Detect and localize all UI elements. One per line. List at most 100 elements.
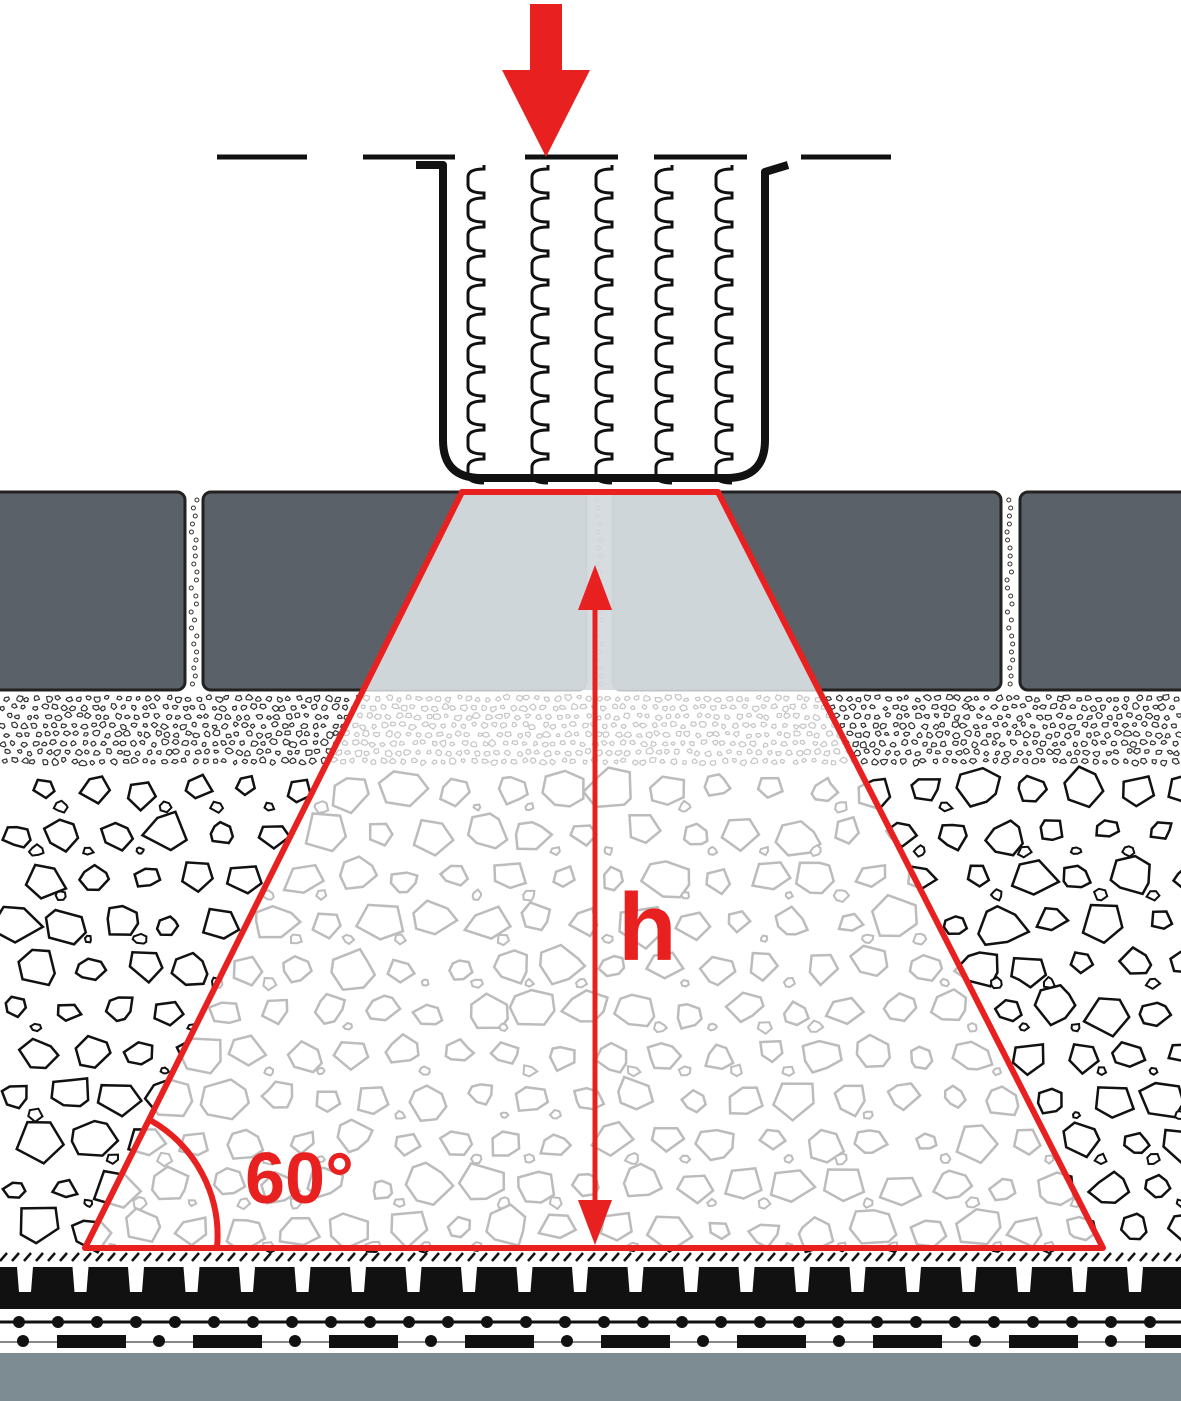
gravel-stone [105,1153,119,1165]
hatch-stroke [623,1252,632,1262]
sand-grain [1001,705,1009,712]
joint-sand-grain [194,633,200,639]
joint-sand-grain [189,625,195,631]
gravel-stone [209,820,235,845]
sand-grain [1059,703,1067,710]
sand-grain [958,722,968,729]
sand-grain [148,702,157,710]
sand-grain [234,694,243,702]
sand-grain [901,738,909,747]
drainage-band [0,1267,1181,1309]
drainage-notch [794,1267,810,1292]
sand-grain [1062,694,1071,701]
hatch-stroke [455,1252,464,1262]
joint-sand-grain [1010,641,1016,647]
sand-grain [0,741,7,748]
sand-grain [1172,749,1180,757]
sand-grain [963,729,972,738]
height-dimension-arrow [578,565,612,1245]
sand-grain [313,748,321,755]
sand-grain [846,730,854,737]
hatch-stroke [995,1252,1004,1262]
geogrid-bar [737,1335,806,1348]
gravel-stone [17,948,57,987]
sand-grain [1039,740,1047,747]
sand-grain [194,749,203,755]
gravel-stone [1173,1109,1181,1120]
hatch-stroke [563,1252,572,1262]
hatch-stroke [71,1252,80,1262]
sand-grain [933,694,942,701]
sand-grain [1112,749,1120,755]
gravel-stone [1062,1121,1101,1159]
sand-grain [1011,723,1018,730]
gravel-stone [1162,1128,1181,1165]
sand-grain [122,729,132,737]
sand-grain [1038,704,1047,710]
sand-grain [904,749,912,756]
sand-grain [1144,712,1154,720]
sand-grain [863,694,872,702]
sand-grain [165,748,173,757]
sand-grain [1080,758,1089,765]
sand-grain [1058,722,1066,730]
sand-grain [1076,713,1084,721]
sand-grain [926,731,934,739]
gravel-stone [1062,864,1093,889]
sand-grain [1034,697,1041,703]
sand-grain [241,758,249,765]
sand-grain [1025,695,1033,703]
sand-grain [1146,695,1153,701]
sand-grain [141,704,149,711]
sand-grain [825,695,832,702]
gravel-stone [1039,819,1064,842]
sand-grain [100,740,108,747]
sand-grain [893,731,900,737]
sand-grain [1157,702,1167,711]
sand-grain [933,713,940,719]
gravel-stone [31,778,56,800]
sand-grain [44,714,53,720]
sand-grain [233,731,240,737]
tread-groove [530,165,550,485]
sand-grain [996,714,1004,721]
hatch-stroke [179,1252,188,1262]
joint-sand-grain [1005,537,1011,543]
gravel-stone [1175,1198,1181,1209]
sand-grain [903,712,911,719]
sand-grain [24,732,30,737]
hatch-stroke [251,1252,260,1262]
sand-grain [892,721,899,728]
joint-sand-grain [189,521,195,527]
sand-grain [300,722,309,729]
sand-grain [320,723,327,729]
hatch-stroke [491,1252,500,1262]
gravel-stone [99,821,135,853]
joint-sand-grain [1008,617,1014,623]
sand-grain [112,740,120,746]
sand-grain [934,750,942,755]
sand-grain [1019,703,1027,709]
sand-grain [71,758,79,765]
sand-grain [852,740,859,748]
hatch-stroke [599,1252,608,1262]
hatch-stroke [647,1252,656,1262]
geogrid-node [481,1316,493,1328]
sand-grain [232,759,238,766]
sand-grain [1164,733,1172,739]
sand-grain [60,723,68,729]
sand-grain [185,730,193,737]
sand-grain [1045,694,1053,701]
sand-grain [72,730,79,737]
sand-grain [1073,730,1081,736]
sand-grain [971,741,979,749]
sand-grain [879,758,889,766]
gravel-stone [42,818,80,854]
sand-grain [90,722,98,728]
sand-grain [1056,695,1064,703]
sand-grain [44,730,52,737]
sand-grain [1055,712,1064,719]
gravel-stone [27,1107,44,1124]
hatch-stroke [767,1252,776,1262]
gravel-stone [184,773,215,800]
